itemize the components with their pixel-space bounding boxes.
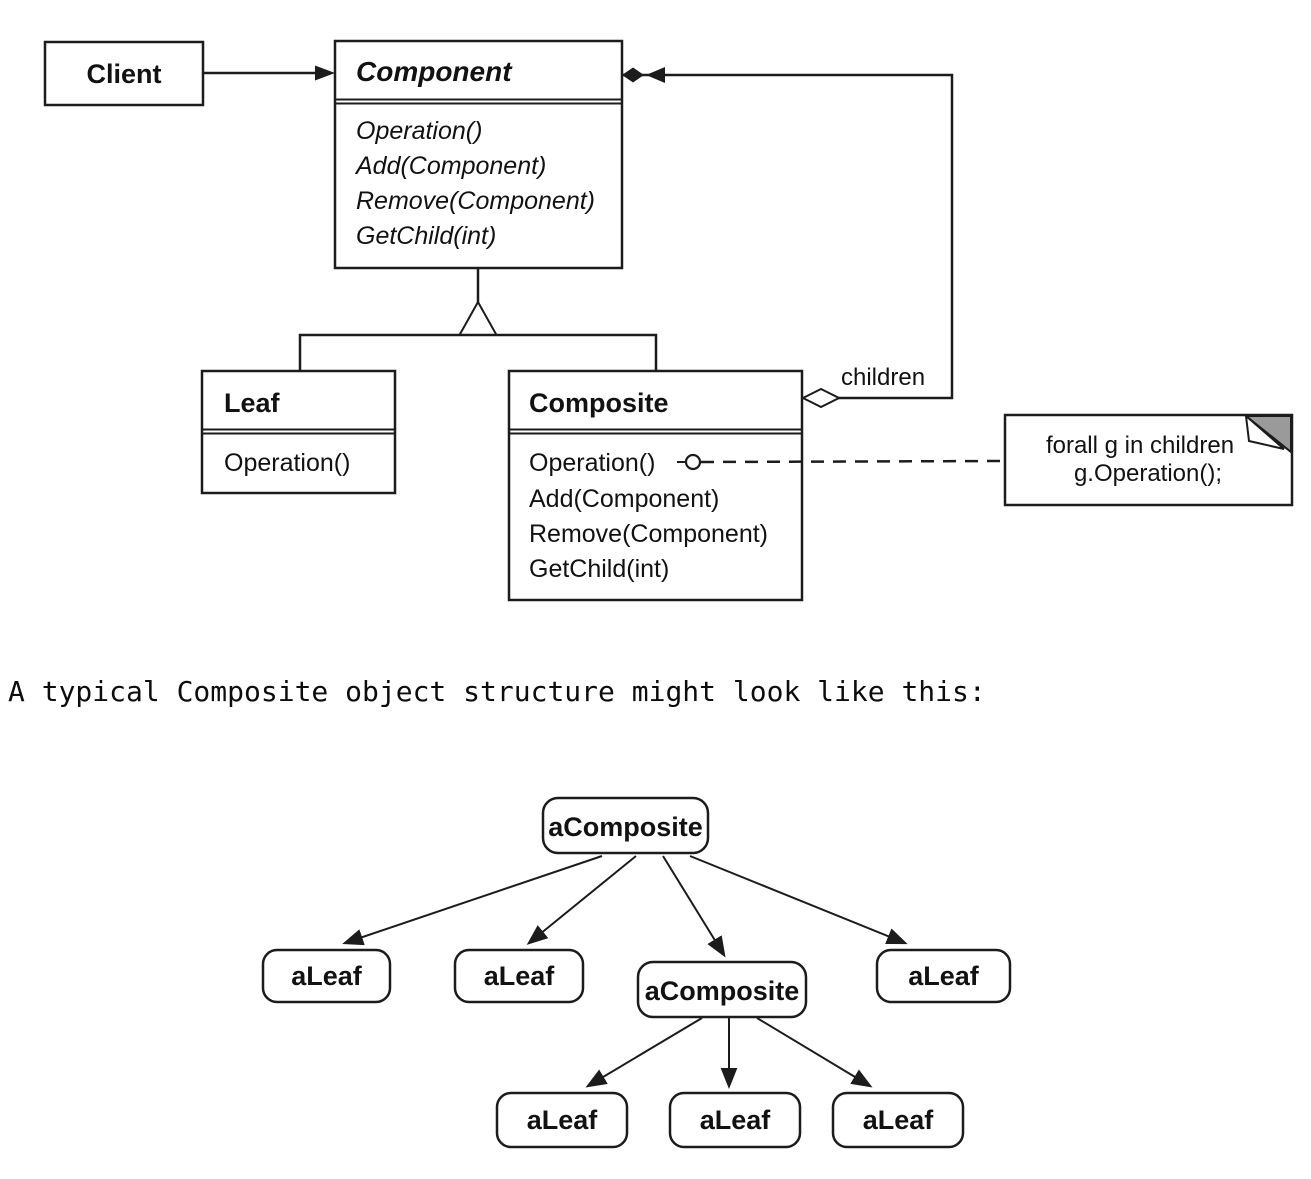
composite-method: Add(Component): [529, 485, 719, 513]
client-component-association: [203, 65, 335, 81]
tree-node-border: [668, 1091, 802, 1149]
note-fold-flap-icon: [1244, 413, 1285, 450]
aggregation-line: [622, 73, 954, 400]
inheritance-triangle-icon: [457, 299, 499, 336]
generalization-branch-line: [298, 333, 658, 371]
note-box: forall g in children g.Operation();: [1003, 413, 1294, 507]
dashed-note-line: [700, 459, 1006, 464]
tree-node-level2: aLeaf: [875, 948, 1012, 1004]
tree-node-border: [261, 948, 392, 1004]
tree-edge: [585, 1017, 703, 1088]
note-border: [1003, 413, 1294, 507]
composite-method: GetChild(int): [529, 555, 669, 583]
tree-node-border: [495, 1091, 629, 1149]
note-text-line: g.Operation();: [1074, 460, 1222, 487]
tree-node-label: aComposite: [548, 812, 703, 842]
note-text-line: forall g in children: [1046, 432, 1234, 459]
tree-edges-nested: [585, 1017, 873, 1089]
tree-edge: [689, 855, 908, 945]
tree-edge: [662, 855, 726, 958]
generalization-connector: [298, 268, 658, 371]
tree-node-border: [541, 796, 710, 855]
tree-node-label: aLeaf: [484, 961, 556, 991]
tree-node-label: aLeaf: [863, 1105, 935, 1135]
tree-node-border: [636, 960, 808, 1019]
tree-node-label: aLeaf: [908, 961, 980, 991]
tree-edge: [756, 1017, 873, 1088]
aggregation-diamond-icon: [800, 387, 842, 409]
tree-node-border: [831, 1091, 965, 1149]
leaf-method: Operation(): [224, 449, 350, 477]
arrowhead-icon: [646, 67, 665, 83]
composite-class-border: [507, 369, 804, 602]
leaf-class-box: Leaf Operation(): [200, 369, 397, 495]
composite-method: Operation(): [529, 449, 655, 477]
children-aggregation-association: children: [622, 67, 954, 409]
tree-node-label: aComposite: [645, 976, 800, 1006]
tree-node-level3: aLeaf: [668, 1091, 802, 1149]
component-method: GetChild(int): [356, 222, 496, 250]
caption: A typical Composite object structure mig…: [8, 675, 986, 708]
client-class-title: Client: [86, 59, 161, 89]
leaf-class-title: Leaf: [224, 388, 281, 418]
tree-node-border: [453, 948, 585, 1004]
component-method: Add(Component): [354, 152, 546, 180]
component-class-title: Component: [356, 56, 513, 87]
lollipop-circle-icon: [684, 453, 702, 471]
component-method: Operation(): [356, 117, 482, 145]
composite-class-box: Composite Operation() Add(Component) Rem…: [507, 369, 804, 602]
arrowhead-icon: [622, 67, 644, 83]
component-class-border: [333, 39, 624, 270]
tree-node-label: aLeaf: [700, 1105, 772, 1135]
tree-edge: [342, 855, 603, 946]
tree-edge: [526, 855, 637, 945]
tree-node-root: aComposite: [541, 796, 710, 855]
tree-node-level2: aComposite: [636, 960, 808, 1019]
tree-node-label: aLeaf: [291, 961, 363, 991]
tree-node-label: aLeaf: [527, 1105, 599, 1135]
association-role-label: children: [841, 364, 925, 391]
tree-node-level2: aLeaf: [261, 948, 392, 1004]
component-class-box: Component Operation() Add(Component) Rem…: [333, 39, 624, 270]
client-class-box: Client: [43, 40, 205, 107]
component-method: Remove(Component): [356, 187, 595, 215]
tree-edges-root: [342, 855, 908, 958]
tree-node-level2: aLeaf: [453, 948, 585, 1004]
tree-node-level3: aLeaf: [831, 1091, 965, 1149]
composite-method: Remove(Component): [529, 520, 768, 548]
tree-node-border: [875, 948, 1012, 1004]
client-class-border: [43, 40, 205, 107]
composite-class-title: Composite: [529, 388, 669, 418]
arrowhead-icon: [315, 65, 335, 81]
tree-node-level3: aLeaf: [495, 1091, 629, 1149]
leaf-class-border: [200, 369, 397, 495]
note-connector: [677, 453, 1006, 471]
